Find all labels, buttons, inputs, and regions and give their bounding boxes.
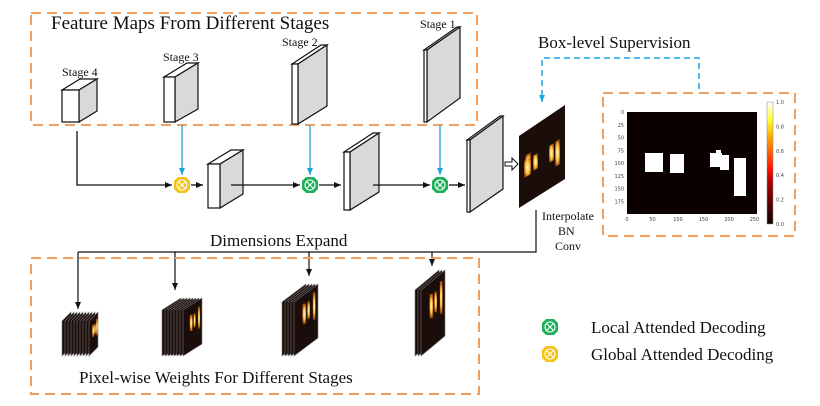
global-attended-decoding-op [174, 177, 190, 193]
stage-4-label: Stage 4 [62, 65, 98, 79]
heatmap-x-tick: 150 [699, 217, 709, 223]
heatmap-x-ticks: 0 50 100 150 200 250 [625, 217, 759, 223]
heatmap-x-tick: 100 [673, 217, 683, 223]
local-attended-decoding-op-2 [432, 177, 448, 193]
local-attended-decoding-icon [542, 319, 558, 335]
legend-local-label: Local Attended Decoding [591, 318, 766, 337]
heatmap-y-tick: 50 [618, 136, 624, 142]
colorbar-tick: 0.8 [776, 124, 784, 130]
colorbar-tick: 0.4 [776, 173, 784, 179]
weight-highlight [96, 318, 99, 336]
pixel-weights-box [30, 257, 480, 395]
heatmap-x-tick: 0 [625, 217, 628, 223]
stage-3-label: Stage 3 [163, 50, 199, 64]
pixel-weights-label: Pixel-wise Weights For Different Stages [79, 368, 353, 387]
weight-highlight [439, 281, 443, 314]
weight-highlight [197, 306, 201, 329]
supervision-arrow [539, 57, 700, 102]
colorbar [766, 101, 774, 225]
local-attended-decoding-op-1 [302, 177, 318, 193]
colorbar-tick: 0.2 [776, 198, 784, 204]
heatmap-y-tick: 125 [614, 174, 624, 180]
weight-highlight [193, 313, 196, 328]
weight-highlight [434, 291, 438, 313]
stage-2-label: Stage 2 [282, 35, 318, 49]
feature-maps-title: Feature Maps From Different Stages [51, 13, 329, 34]
colorbar-tick: 1.0 [776, 100, 784, 106]
op-interpolate: Interpolate [542, 209, 594, 223]
weight-highlight [302, 303, 307, 324]
weight-highlight [93, 323, 96, 335]
pixel-weight-stack-2 [161, 297, 203, 357]
global-attended-decoding-icon [542, 346, 558, 362]
feature-maps-box [30, 12, 478, 126]
predicted-heatmap [519, 105, 565, 208]
ground-truth-heatmap [627, 112, 757, 214]
main-path-start [76, 131, 172, 188]
ground-truth-box [602, 92, 796, 237]
dimensions-expand-label: Dimensions Expand [210, 231, 348, 250]
stage-2-feature-map [289, 43, 330, 126]
weight-highlight [307, 301, 311, 319]
heatmap-y-tick: 150 [614, 187, 624, 193]
heatmap-x-tick: 50 [649, 217, 655, 223]
legend: Local Attended Decoding Global Attended … [542, 318, 774, 364]
weight-highlight [92, 324, 95, 338]
pixel-weight-stack-1 [61, 311, 99, 357]
colorbar-tick: 0.6 [776, 149, 784, 155]
heatmap-y-tick: 175 [614, 199, 624, 205]
box-level-supervision-label: Box-level Supervision [538, 33, 691, 52]
heatmap-x-tick: 200 [724, 217, 734, 223]
hollow-arrow [504, 156, 519, 172]
stage-3-feature-map [161, 61, 201, 124]
decoder-feature-map-2 [341, 131, 382, 212]
legend-global-label: Global Attended Decoding [591, 345, 774, 364]
decoder-feature-map-3 [465, 114, 505, 214]
dimensions-expand-path [78, 210, 537, 253]
op-bn: BN [558, 224, 575, 238]
weight-highlight [189, 314, 193, 331]
colorbar-tick: 0.0 [776, 222, 784, 228]
stage-1-label: Stage 1 [420, 17, 456, 31]
heatmap-y-ticks: 0 25 50 75 100 125 150 175 [614, 110, 624, 205]
weight-highlight [312, 292, 316, 320]
weight-highlight [429, 293, 434, 319]
stage-4-feature-map [59, 77, 100, 124]
pixel-weight-stacks [61, 269, 446, 357]
pixel-weight-stack-3 [281, 283, 319, 357]
colorbar-ticks: 1.0 0.8 0.6 0.4 0.2 0.0 [776, 100, 784, 228]
decoder-feature-map-1 [205, 148, 246, 210]
heatmap-x-tick: 250 [750, 217, 760, 223]
heatmap-y-tick: 25 [618, 123, 624, 129]
heatmap-y-tick: 0 [621, 110, 624, 116]
op-conv: Conv [555, 239, 581, 253]
pixel-weight-stack-4 [414, 269, 446, 357]
heatmap-y-tick: 75 [618, 148, 624, 154]
heatmap-y-tick: 100 [614, 161, 624, 167]
stage-1-feature-map [422, 25, 462, 124]
